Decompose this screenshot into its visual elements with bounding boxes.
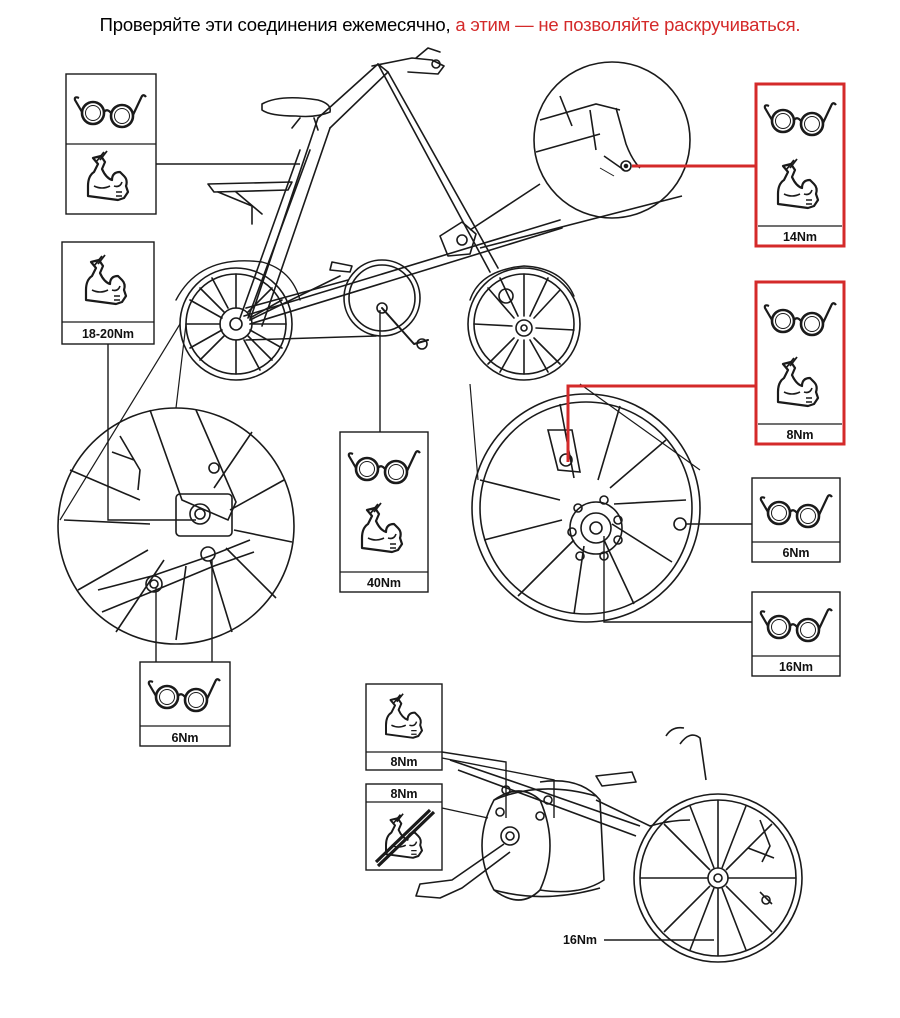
callout-front-disc: 6Nm <box>751 477 841 563</box>
zoom-front-hub <box>469 383 701 623</box>
torque-label-crank: 40Nm <box>367 576 401 590</box>
torque-label-belt-guard: 8Nm <box>390 755 417 769</box>
callout-rear-axle: 18-20Nm <box>61 241 155 345</box>
callout-seat <box>65 73 157 215</box>
zoom-rear-hub <box>57 323 295 645</box>
callout-crank: 40Nm <box>339 431 429 593</box>
bike-main <box>175 47 581 381</box>
callout-hub-bolt: 6Nm <box>139 661 231 747</box>
torque-label-front-axle: 16Nm <box>779 660 813 674</box>
torque-label-rear-axle: 18-20Nm <box>82 327 134 341</box>
torque-label-front-fork: 8Nm <box>786 428 813 442</box>
callout-hinge: 14Nm <box>754 82 846 248</box>
torque-label-hub-bolt: 6Nm <box>171 731 198 745</box>
highlight-lines <box>566 164 756 462</box>
torque-label-hinge: 14Nm <box>783 230 817 244</box>
callout-belt-guard-no: 8Nm <box>365 783 443 871</box>
callout-front-fork: 8Nm <box>754 280 846 446</box>
heading-warning: а этим — не позволяйте раскручиваться. <box>455 14 801 35</box>
callout-front-axle: 16Nm <box>751 591 841 677</box>
torque-label-rear-detail: 16Nm <box>563 933 597 947</box>
heading-text: Проверяйте эти соединения ежемесячно, <box>99 14 451 35</box>
callout-belt-guard: 8Nm <box>365 683 443 771</box>
belt-drive-detail <box>415 726 803 963</box>
zoom-hinge <box>469 61 691 249</box>
torque-label-front-disc: 6Nm <box>782 546 809 560</box>
torque-label-belt-guard-no: 8Nm <box>390 787 417 801</box>
instruction-heading: Проверяйте эти соединения ежемесячно, а … <box>0 14 900 36</box>
